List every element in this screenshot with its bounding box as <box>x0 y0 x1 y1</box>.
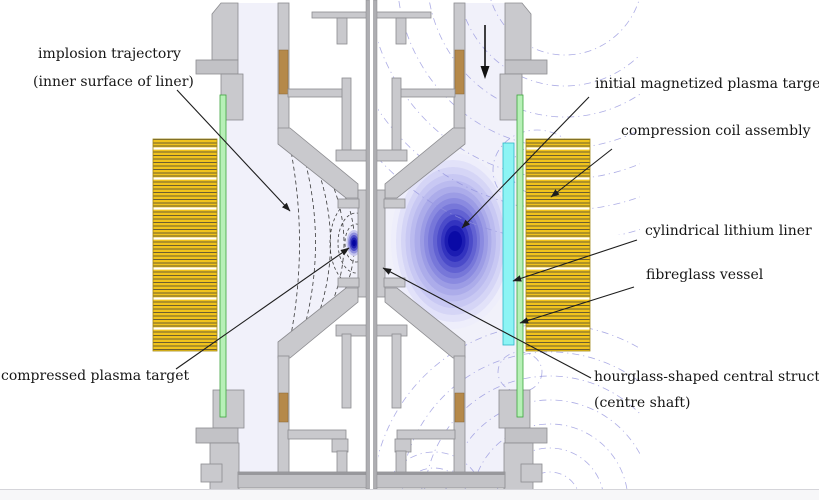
label-implosion-trajectory: implosion trajectory <box>38 46 181 62</box>
label-fibreglass-vessel: fibreglass vessel <box>646 267 764 283</box>
label-compression-coil: compression coil assembly <box>621 123 811 139</box>
leader-implosion-trajectory <box>176 89 291 212</box>
label-hourglass-structure-2: (centre shaft) <box>594 395 690 411</box>
leader-initial-plasma-target <box>461 96 590 229</box>
leader-lithium-liner <box>512 239 638 282</box>
label-implosion-trajectory-2: (inner surface of liner) <box>33 74 194 90</box>
leader-compressed-plasma-target <box>175 247 350 370</box>
leader-hourglass-structure <box>382 267 592 379</box>
label-compressed-plasma-target: compressed plasma target <box>1 368 190 384</box>
centre-shaft <box>365 0 378 490</box>
bottom-margin-strip <box>0 489 819 500</box>
vessel-interior-left <box>225 3 358 472</box>
leader-fibreglass-vessel <box>519 286 635 324</box>
leader-compression-coil <box>550 148 613 198</box>
lithium-liner-strip <box>502 142 515 346</box>
label-initial-plasma-target: initial magnetized plasma target <box>595 76 819 92</box>
label-hourglass-structure: hourglass-shaped central structure <box>594 369 819 385</box>
label-lithium-liner: cylindrical lithium liner <box>645 223 812 239</box>
down-arrow-icon <box>480 25 490 79</box>
initial-plasma-blob <box>391 153 515 329</box>
